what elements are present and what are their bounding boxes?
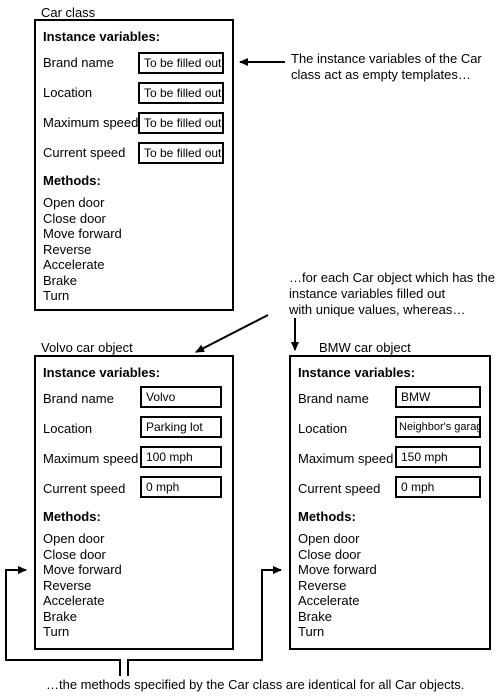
method-item: Accelerate: [298, 593, 360, 608]
location-field: Neighbor's garage: [395, 416, 481, 438]
brand-name-label: Brand name: [43, 55, 114, 70]
location-label: Location: [43, 85, 93, 100]
arrow-to-volvo-methods: [5, 566, 121, 676]
unique-values-note-line: …for each Car object which has the: [289, 270, 495, 285]
arrow-to-bmw-methods: [127, 566, 282, 676]
instance-variables-heading: Instance variables:: [43, 29, 161, 44]
volvo-object-caption: Volvo car object: [41, 340, 133, 355]
method-item: Brake: [298, 608, 332, 624]
method-item: Open door: [43, 195, 105, 210]
maximum-speed-label: Maximum speed: [43, 115, 139, 130]
unique-values-note-line: with unique values, whereas…: [289, 302, 466, 317]
current-speed-label: Current speed: [43, 145, 126, 160]
current-speed-field: 0 mph: [140, 476, 222, 498]
maximum-speed-field: To be filled out: [138, 112, 224, 134]
method-item: Brake: [43, 608, 77, 624]
method-item: Reverse: [43, 241, 92, 257]
unique-values-note-line: instance variables filled out: [289, 286, 446, 301]
method-item: Open door: [298, 531, 360, 546]
location-field: To be filled out: [138, 82, 224, 104]
method-item: Reverse: [298, 577, 347, 593]
car-class-box: Instance variables: Brand name To be fil…: [34, 19, 234, 311]
brand-name-field: Volvo: [140, 386, 222, 408]
method-item: Accelerate: [43, 257, 105, 272]
methods-heading: Methods:: [298, 509, 356, 524]
bmw-object-caption: BMW car object: [319, 340, 411, 355]
location-field: Parking lot: [140, 416, 222, 438]
method-item: Turn: [43, 288, 70, 303]
method-item: Close door: [43, 546, 106, 562]
methods-list: Open door Close door Move forward Revers…: [43, 195, 122, 304]
methods-heading: Methods:: [43, 509, 101, 524]
method-item: Move forward: [298, 562, 377, 577]
volvo-object-box: Instance variables: Brand name Volvo Loc…: [34, 355, 234, 650]
templates-note-line: The instance variables of the Car: [291, 51, 482, 66]
brand-name-label: Brand name: [298, 391, 369, 406]
method-item: Brake: [43, 272, 77, 288]
brand-name-field: BMW: [395, 386, 481, 408]
car-class-caption: Car class: [41, 5, 96, 20]
arrow-to-volvo-object: [195, 314, 269, 353]
current-speed-field: 0 mph: [395, 476, 481, 498]
method-item: Move forward: [43, 562, 122, 577]
method-item: Accelerate: [43, 593, 105, 608]
method-item: Close door: [298, 546, 361, 562]
methods-list: Open door Close door Move forward Revers…: [43, 531, 122, 640]
instance-variables-heading: Instance variables:: [43, 365, 161, 380]
methods-heading: Methods:: [43, 173, 101, 188]
identical-methods-note: …the methods specified by the Car class …: [46, 677, 465, 692]
brand-name-field: To be filled out: [138, 52, 224, 74]
location-label: Location: [43, 421, 93, 436]
method-item: Turn: [43, 624, 70, 639]
maximum-speed-field: 150 mph: [395, 446, 481, 468]
current-speed-field: To be filled out: [138, 142, 224, 164]
method-item: Reverse: [43, 577, 92, 593]
templates-note-line: class act as empty templates…: [291, 67, 471, 82]
method-item: Open door: [43, 531, 105, 546]
current-speed-label: Current speed: [43, 481, 126, 496]
location-label: Location: [298, 421, 348, 436]
maximum-speed-label: Maximum speed: [43, 451, 139, 466]
bmw-object-box: Instance variables: Brand name BMW Locat…: [289, 355, 491, 650]
maximum-speed-field: 100 mph: [140, 446, 222, 468]
method-item: Move forward: [43, 226, 122, 241]
instance-variables-heading: Instance variables:: [298, 365, 416, 380]
method-item: Close door: [43, 210, 106, 226]
maximum-speed-label: Maximum speed: [298, 451, 394, 466]
templates-note: The instance variables of the Car class …: [291, 51, 482, 83]
current-speed-label: Current speed: [298, 481, 381, 496]
methods-list: Open door Close door Move forward Revers…: [298, 531, 377, 640]
method-item: Turn: [298, 624, 325, 639]
unique-values-note: …for each Car object which has the insta…: [289, 270, 495, 318]
brand-name-label: Brand name: [43, 391, 114, 406]
